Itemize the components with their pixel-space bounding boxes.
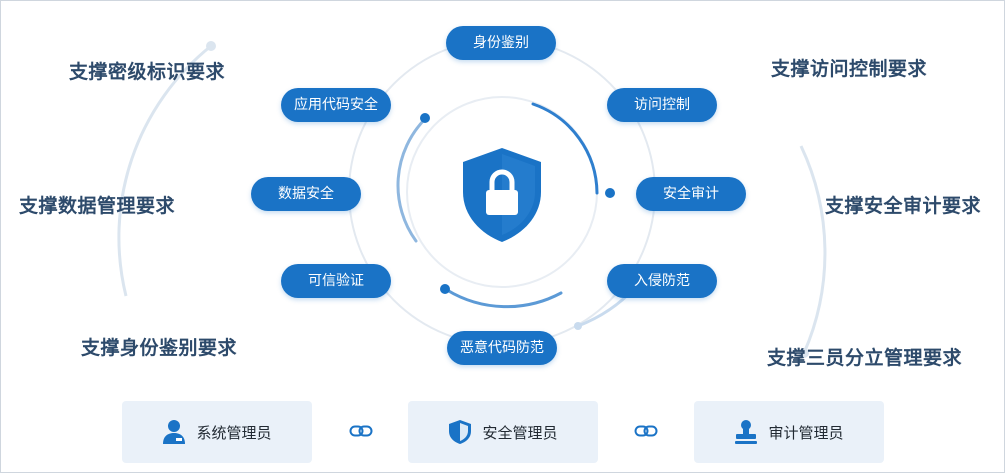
pill-identity-auth: 身份鉴别 — [446, 26, 556, 60]
pill-app-code-security: 应用代码安全 — [281, 88, 391, 122]
pill-security-audit: 安全审计 — [636, 177, 746, 211]
link-icon — [349, 425, 373, 437]
link-icon — [634, 425, 658, 437]
outer-left-arc — [117, 44, 212, 297]
admin-label-audit: 审计管理员 — [768, 423, 844, 442]
req-identity-auth: 支撑身份鉴别要求 — [81, 337, 238, 359]
shield-lock-icon — [463, 148, 541, 242]
stamp-icon — [734, 419, 758, 445]
outer-right-arc — [799, 145, 827, 354]
accent-arc-right — [531, 102, 599, 195]
accent-arc-bottom — [445, 288, 563, 309]
admin-card-system: 系统管理员 — [122, 401, 312, 463]
pill-access-control: 访问控制 — [607, 88, 717, 122]
user-icon — [162, 419, 186, 445]
pill-malicious-code-prevention: 恶意代码防范 — [447, 331, 557, 365]
accent-arc-left-dot — [420, 113, 430, 123]
admin-label-system: 系统管理员 — [196, 423, 272, 442]
pill-trusted-verification: 可信验证 — [281, 264, 391, 298]
req-classification-label: 支撑密级标识要求 — [69, 61, 226, 83]
req-security-audit: 支撑安全审计要求 — [825, 195, 982, 217]
accent-arc-right-dot — [605, 188, 615, 198]
req-access-control: 支撑访问控制要求 — [771, 58, 928, 80]
shield-icon — [448, 419, 472, 445]
req-three-roles: 支撑三员分立管理要求 — [767, 347, 963, 369]
outer-left-arc-dot — [206, 41, 216, 51]
admin-card-security: 安全管理员 — [408, 401, 598, 463]
pill-intrusion-prevention: 入侵防范 — [607, 264, 717, 298]
admin-label-security: 安全管理员 — [482, 423, 558, 442]
accent-arc-bottom-dot — [440, 284, 450, 294]
accent-arc-left — [396, 117, 427, 243]
admin-card-audit: 审计管理员 — [694, 401, 884, 463]
accent-arc-bottom-right-dot — [574, 322, 582, 330]
pill-data-security: 数据安全 — [251, 177, 361, 211]
outer-right-arc-dot — [799, 348, 809, 358]
req-data-management: 支撑数据管理要求 — [19, 195, 176, 217]
